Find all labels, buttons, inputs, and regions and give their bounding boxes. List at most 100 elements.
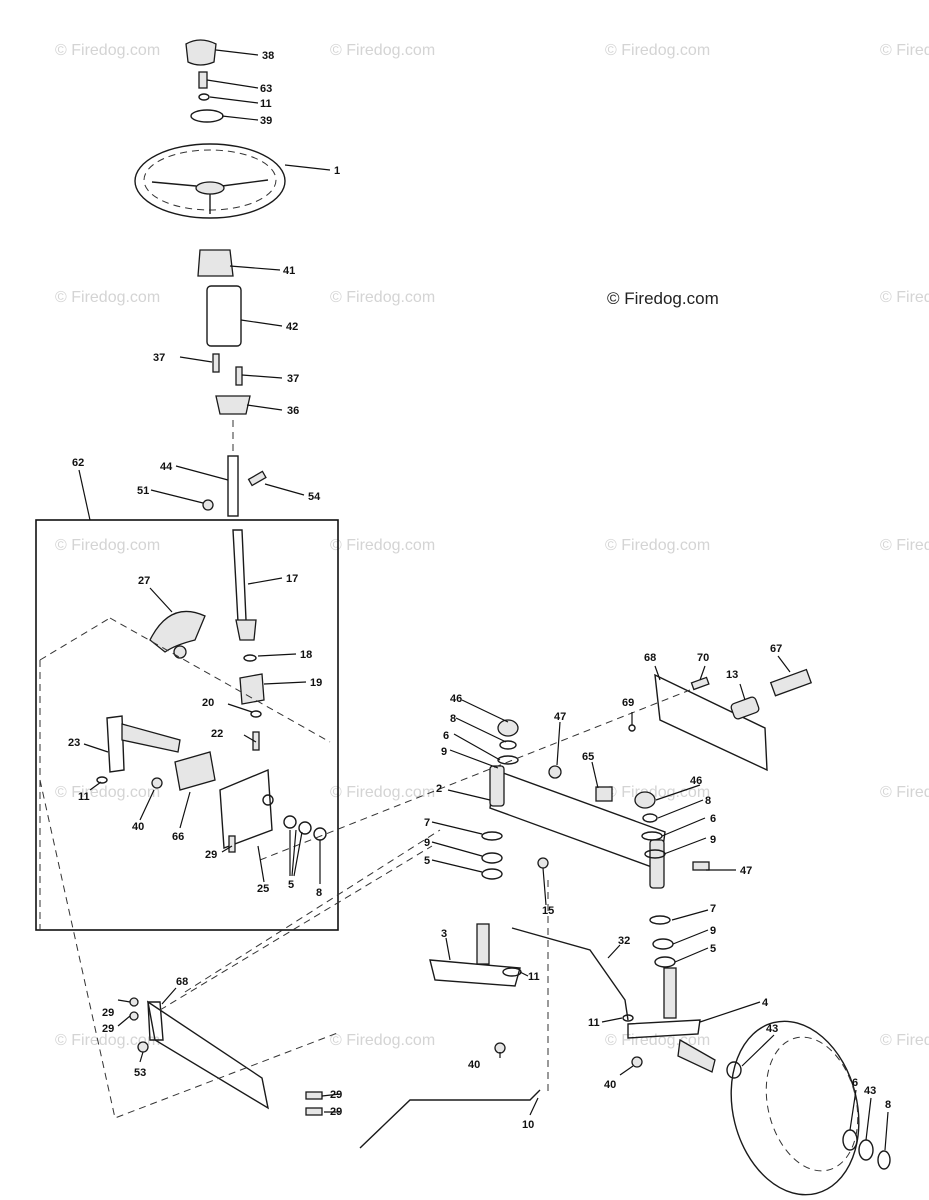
label-29: 29 bbox=[102, 1023, 114, 1035]
label-9: 9 bbox=[441, 746, 447, 758]
label-40: 40 bbox=[132, 821, 144, 833]
label-29: 29 bbox=[102, 1007, 114, 1019]
label-5: 5 bbox=[288, 879, 294, 891]
nut-53 bbox=[137, 1041, 149, 1053]
bushing-65 bbox=[595, 786, 613, 802]
label-22: 22 bbox=[211, 728, 223, 740]
label-38: 38 bbox=[262, 50, 274, 62]
shaft-44 bbox=[227, 455, 239, 517]
bolt-29e bbox=[305, 1107, 323, 1116]
bolt-70 bbox=[690, 676, 710, 691]
pivot-bar-23 bbox=[106, 715, 125, 773]
bracket-25 bbox=[219, 768, 273, 849]
axle-pivot-left bbox=[489, 765, 505, 807]
cap-38 bbox=[185, 39, 217, 66]
label-67: 67 bbox=[770, 643, 782, 655]
label-19: 19 bbox=[310, 677, 322, 689]
washer-9d bbox=[652, 938, 674, 950]
label-8: 8 bbox=[885, 1099, 891, 1111]
watermark: © Firedog.com bbox=[55, 1032, 160, 1049]
bolt-22 bbox=[252, 731, 260, 751]
drag-link-32 bbox=[511, 927, 629, 1021]
label-13: 13 bbox=[726, 669, 738, 681]
bolt-54 bbox=[247, 470, 267, 487]
pinion-gear bbox=[235, 619, 257, 641]
washer-43a bbox=[726, 1061, 742, 1079]
spindle-3 bbox=[476, 923, 490, 965]
label-2: 2 bbox=[436, 783, 442, 795]
bracket-68b-flange bbox=[147, 1001, 164, 1041]
label-62: 62 bbox=[72, 457, 84, 469]
watermark: © Firedog.com bbox=[330, 42, 435, 59]
cap-46b bbox=[634, 791, 656, 809]
nut-47a bbox=[548, 765, 562, 779]
label-43: 43 bbox=[766, 1023, 778, 1035]
tie-rod-10 bbox=[359, 1089, 541, 1149]
washer-18 bbox=[243, 654, 257, 662]
label-54: 54 bbox=[308, 491, 321, 503]
bolt-29c bbox=[129, 1011, 139, 1021]
label-11: 11 bbox=[528, 971, 540, 983]
label-43: 43 bbox=[864, 1085, 876, 1097]
bolt-67 bbox=[769, 668, 813, 697]
label-32: 32 bbox=[618, 935, 630, 947]
steering-column-parts bbox=[134, 39, 286, 517]
watermark-main: © Firedog.com bbox=[607, 289, 719, 308]
watermark: © Firedog.com bbox=[605, 784, 710, 801]
axle-pivot-right bbox=[649, 839, 665, 889]
sleeve-42 bbox=[206, 285, 242, 347]
washer-43b bbox=[858, 1139, 874, 1161]
washer-5b bbox=[481, 868, 503, 880]
nut-15 bbox=[537, 857, 549, 869]
plate-39 bbox=[190, 109, 224, 123]
steering-shaft-17 bbox=[232, 529, 247, 623]
label-9: 9 bbox=[424, 837, 430, 849]
leader-lines bbox=[83, 49, 889, 1151]
watermark: © Firedog.com bbox=[55, 784, 160, 801]
spindle-arm-3 bbox=[429, 959, 521, 987]
label-20: 20 bbox=[202, 697, 214, 709]
label-5: 5 bbox=[710, 943, 716, 955]
label-6: 6 bbox=[852, 1077, 858, 1089]
nut-40b bbox=[494, 1042, 506, 1054]
watermark: © Firedog.com bbox=[880, 289, 929, 306]
label-39: 39 bbox=[260, 115, 272, 127]
sector-gear-27 bbox=[149, 610, 206, 653]
part-19 bbox=[239, 673, 265, 705]
label-66: 66 bbox=[172, 831, 184, 843]
label-11: 11 bbox=[588, 1017, 600, 1029]
label-27: 27 bbox=[138, 575, 150, 587]
tube-13 bbox=[730, 696, 760, 720]
label-47: 47 bbox=[740, 865, 752, 877]
label-29: 29 bbox=[330, 1089, 342, 1101]
label-40: 40 bbox=[604, 1079, 616, 1091]
washer-7a bbox=[481, 831, 503, 841]
washer-8c bbox=[642, 813, 658, 823]
label-29: 29 bbox=[205, 849, 217, 861]
label-8: 8 bbox=[450, 713, 456, 725]
washer-6b bbox=[641, 831, 663, 841]
label-25: 25 bbox=[257, 883, 269, 895]
label-63: 63 bbox=[260, 83, 272, 95]
label-1: 1 bbox=[334, 165, 340, 177]
nut-40 bbox=[151, 777, 163, 789]
bolt-29d bbox=[305, 1091, 323, 1100]
bolt-29a bbox=[228, 835, 236, 853]
assembly-62-frame bbox=[35, 519, 339, 931]
label-69: 69 bbox=[622, 697, 634, 709]
alignment-lines-b bbox=[39, 689, 691, 1119]
label-53: 53 bbox=[134, 1067, 146, 1079]
watermark: © Firedog.com bbox=[55, 537, 160, 554]
washer-8b bbox=[499, 740, 517, 750]
label-8: 8 bbox=[705, 795, 711, 807]
label-17: 17 bbox=[286, 573, 298, 585]
watermark: © Firedog.com bbox=[330, 289, 435, 306]
label-15: 15 bbox=[542, 905, 554, 917]
leader-62 bbox=[78, 469, 91, 521]
watermark: © Firedog.com bbox=[880, 784, 929, 801]
watermark: © Firedog.com bbox=[605, 537, 710, 554]
bracket-hole bbox=[262, 794, 274, 806]
label-11: 11 bbox=[260, 98, 272, 110]
